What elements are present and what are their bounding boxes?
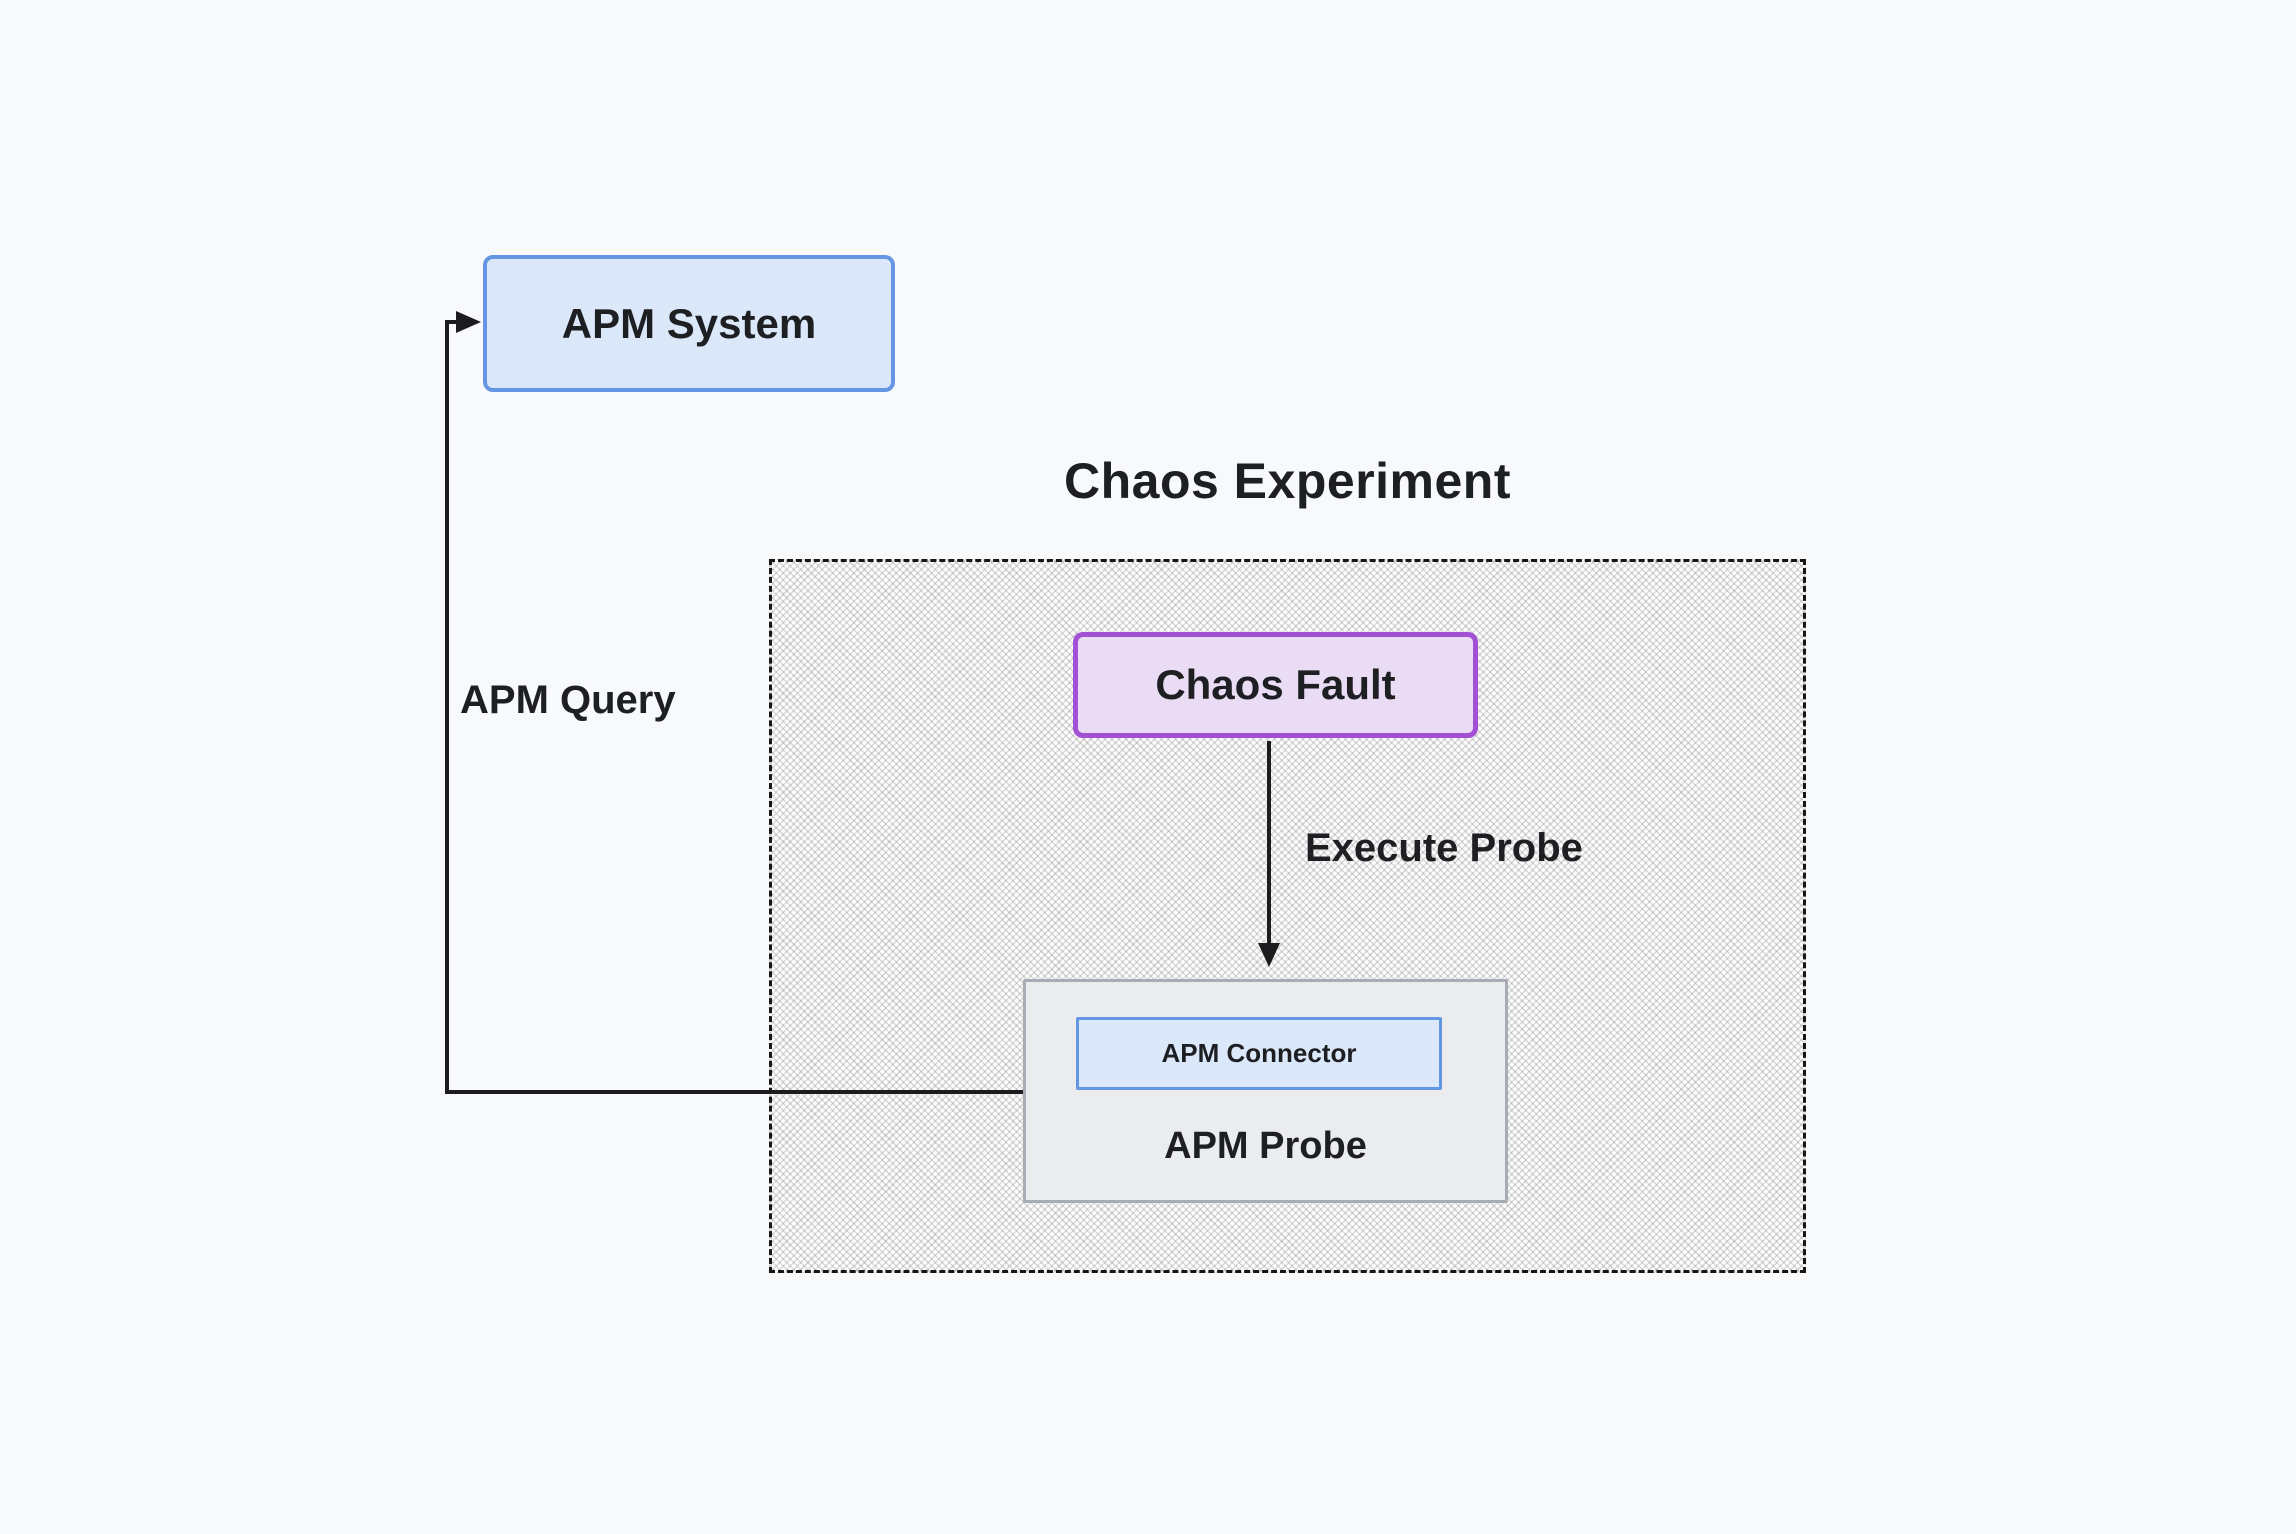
apm-system-label: APM System <box>561 299 817 347</box>
execute-probe-edge-label: Execute Probe <box>1305 826 1583 870</box>
chaos-fault-label: Chaos Fault <box>1155 661 1396 708</box>
subgraph-title: Chaos Experiment <box>1063 453 1511 509</box>
apm-probe-node: APM Connector APM Probe <box>1023 979 1508 1203</box>
apm-system-node: APM System <box>483 255 895 392</box>
apm-probe-label: APM Probe <box>1164 1125 1367 1167</box>
apm-connector-label: APM Connector <box>1161 1038 1357 1068</box>
apm-query-edge-label: APM Query <box>460 678 676 722</box>
apm-connector-node: APM Connector <box>1076 1017 1442 1090</box>
chaos-fault-node: Chaos Fault <box>1073 632 1478 738</box>
